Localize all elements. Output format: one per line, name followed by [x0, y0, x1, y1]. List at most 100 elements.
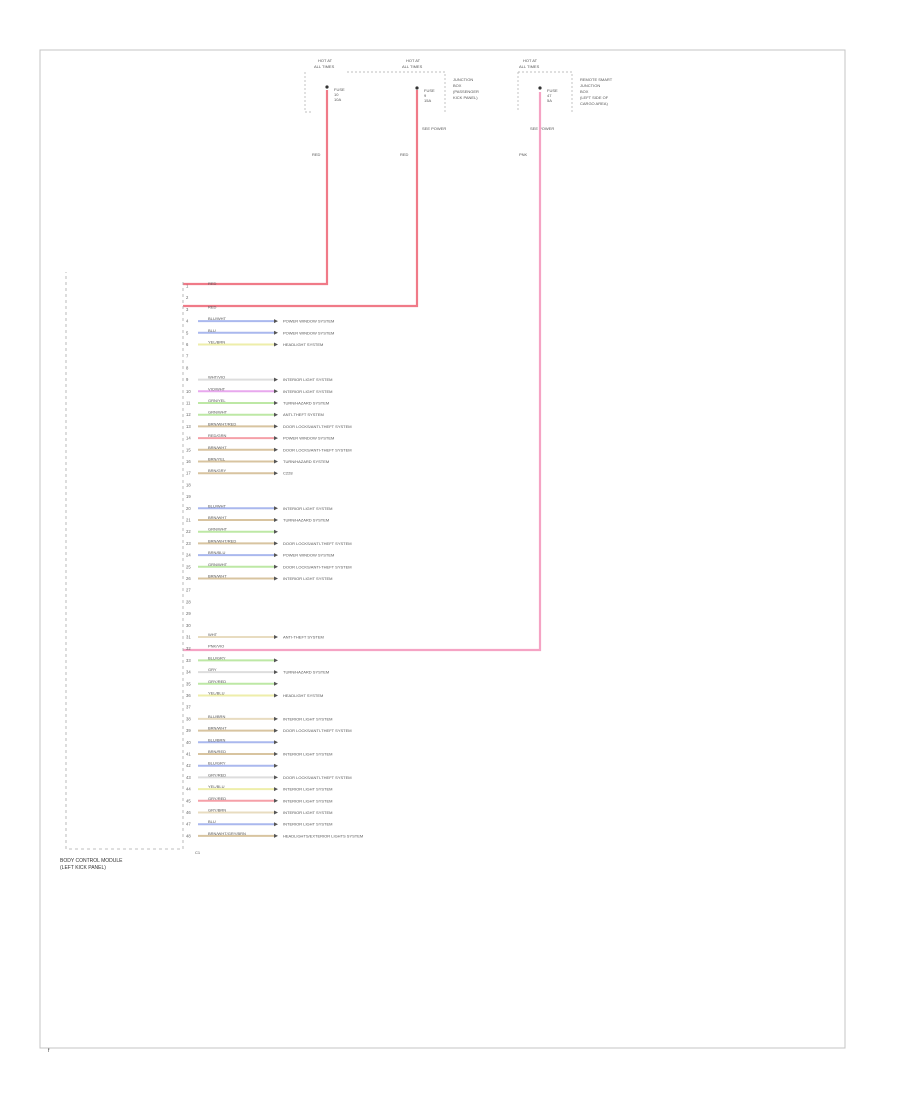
pin-destination: HEADLIGHT SYSTEM — [283, 693, 323, 698]
pin-number: 44 — [186, 787, 191, 792]
pin-number: 9 — [186, 377, 189, 382]
pin-number: 29 — [186, 611, 191, 616]
pin-number: 20 — [186, 506, 191, 511]
fuse-2-line2: 9 — [424, 93, 427, 98]
fuse-2-line3: 15A — [424, 98, 431, 103]
pin-destination: TURN/HAZARD SYSTEM — [283, 459, 329, 464]
wire-color-label: BLU/BRN — [208, 737, 225, 742]
wire-arrow-icon — [274, 412, 278, 417]
pin-number: 25 — [186, 564, 191, 569]
pin-row: 37 — [186, 705, 191, 710]
fuse-3-side-line1: REMOTE SMART — [580, 77, 613, 82]
wire-arrow-icon — [274, 693, 278, 698]
wire-arrow-icon — [274, 459, 278, 464]
fuse-1-line1: FUSE — [334, 87, 345, 92]
wire-color-label: GRY/RED — [208, 679, 226, 684]
pin-number: 23 — [186, 541, 191, 546]
wire-color-label: BLU/GRY — [208, 655, 226, 660]
pin-number: 46 — [186, 810, 191, 815]
pin-number: 16 — [186, 459, 191, 464]
wire-arrow-icon — [274, 798, 278, 803]
wire-arrow-icon — [274, 728, 278, 733]
wire-arrow-icon — [274, 471, 278, 476]
pin-destination: DOOR LOCKS/ANTI-THEFT SYSTEM — [283, 728, 352, 733]
wire-color-label: BRN/WHT — [208, 574, 227, 579]
wire-color-label: BRN/GRY — [208, 468, 226, 473]
pin-number: 33 — [186, 658, 191, 663]
wire-color-label: RED/GRN — [208, 433, 227, 438]
pin-row: 16 BRN/YEL TURN/HAZARD SYSTEM — [186, 457, 329, 465]
wire-color-label: BLU/WHT — [208, 503, 227, 508]
pin-number: 27 — [186, 588, 191, 593]
fuse-3-side-line2: JUNCTION — [580, 83, 600, 88]
fuse-3-circle-label: SEE POWER — [530, 126, 554, 131]
pin-number: 32 — [186, 646, 191, 651]
fuse-2-side-line4: KICK PANEL) — [453, 95, 478, 100]
fuse-3-line2: 47 — [547, 93, 552, 98]
pin-number: 38 — [186, 716, 191, 721]
pin-number: 28 — [186, 599, 191, 604]
pin-row: 7 — [186, 354, 189, 359]
fuse-box-2: HOT AT ALL TIMES FUSE 9 15A JUNCTION BOX… — [347, 58, 479, 157]
pin-destination: TURN/HAZARD SYSTEM — [283, 670, 329, 675]
pin-number: 1 — [186, 284, 189, 289]
pin-destination: POWER WINDOW SYSTEM — [283, 436, 334, 441]
pin-number: 45 — [186, 798, 191, 803]
pin-row: 19 — [186, 494, 191, 499]
pin-number: 43 — [186, 775, 191, 780]
pin-number: 35 — [186, 681, 191, 686]
pin-destination: DOOR LOCKS/ANTI-THEFT SYSTEM — [283, 447, 352, 452]
wire-color-label: YEL/BLU — [208, 784, 225, 789]
wire-color-label: BRN/WHT/RED — [208, 538, 236, 543]
pin-destination: HEADLIGHT SYSTEM — [283, 342, 323, 347]
fuse-3-side-line3: BOX — [580, 89, 589, 94]
wire-color-label: GRY/RED — [208, 796, 226, 801]
pin-row: 28 — [186, 599, 191, 604]
wire-arrow-icon — [274, 635, 278, 639]
fuse-1-line2: 10 — [334, 92, 339, 97]
fuse-3-wire-label: PNK — [519, 152, 528, 157]
wire-arrow-icon — [274, 553, 278, 558]
wire-color-label: GRN/WHT — [208, 410, 228, 415]
wire-color-label: GRY/BRN — [208, 808, 226, 813]
wire-arrow-icon — [274, 716, 278, 721]
wire-color-label: YEL/BRN — [208, 340, 225, 345]
pin-number: 30 — [186, 623, 191, 628]
pin-number: 11 — [186, 401, 191, 406]
wire-color-label: GRN/WHT — [208, 527, 228, 532]
pin-number: 10 — [186, 389, 191, 394]
pin-row: 35 GRY/RED — [186, 679, 278, 686]
wire-color-label: BRN/YEL — [208, 457, 226, 462]
pin-number: 13 — [186, 424, 191, 429]
pin-number: 26 — [186, 576, 191, 581]
pin-row: 30 — [186, 623, 191, 628]
wire-color-label: BRN/BLU — [208, 550, 225, 555]
fuse-2-side-line3: (PASSENGER — [453, 89, 479, 94]
pin-row: 8 — [186, 365, 189, 370]
fuse-3-line3: 5A — [547, 98, 552, 103]
fuse-2-line1: FUSE — [424, 88, 435, 93]
fuse-2-side-line1: JUNCTION — [453, 77, 473, 82]
pin-number: 2 — [186, 295, 189, 300]
module-label-line1: BODY CONTROL MODULE — [60, 858, 123, 864]
wire-color-label: BLU/BRN — [208, 714, 225, 719]
wire-color-label: GRN/WHT — [208, 562, 228, 567]
